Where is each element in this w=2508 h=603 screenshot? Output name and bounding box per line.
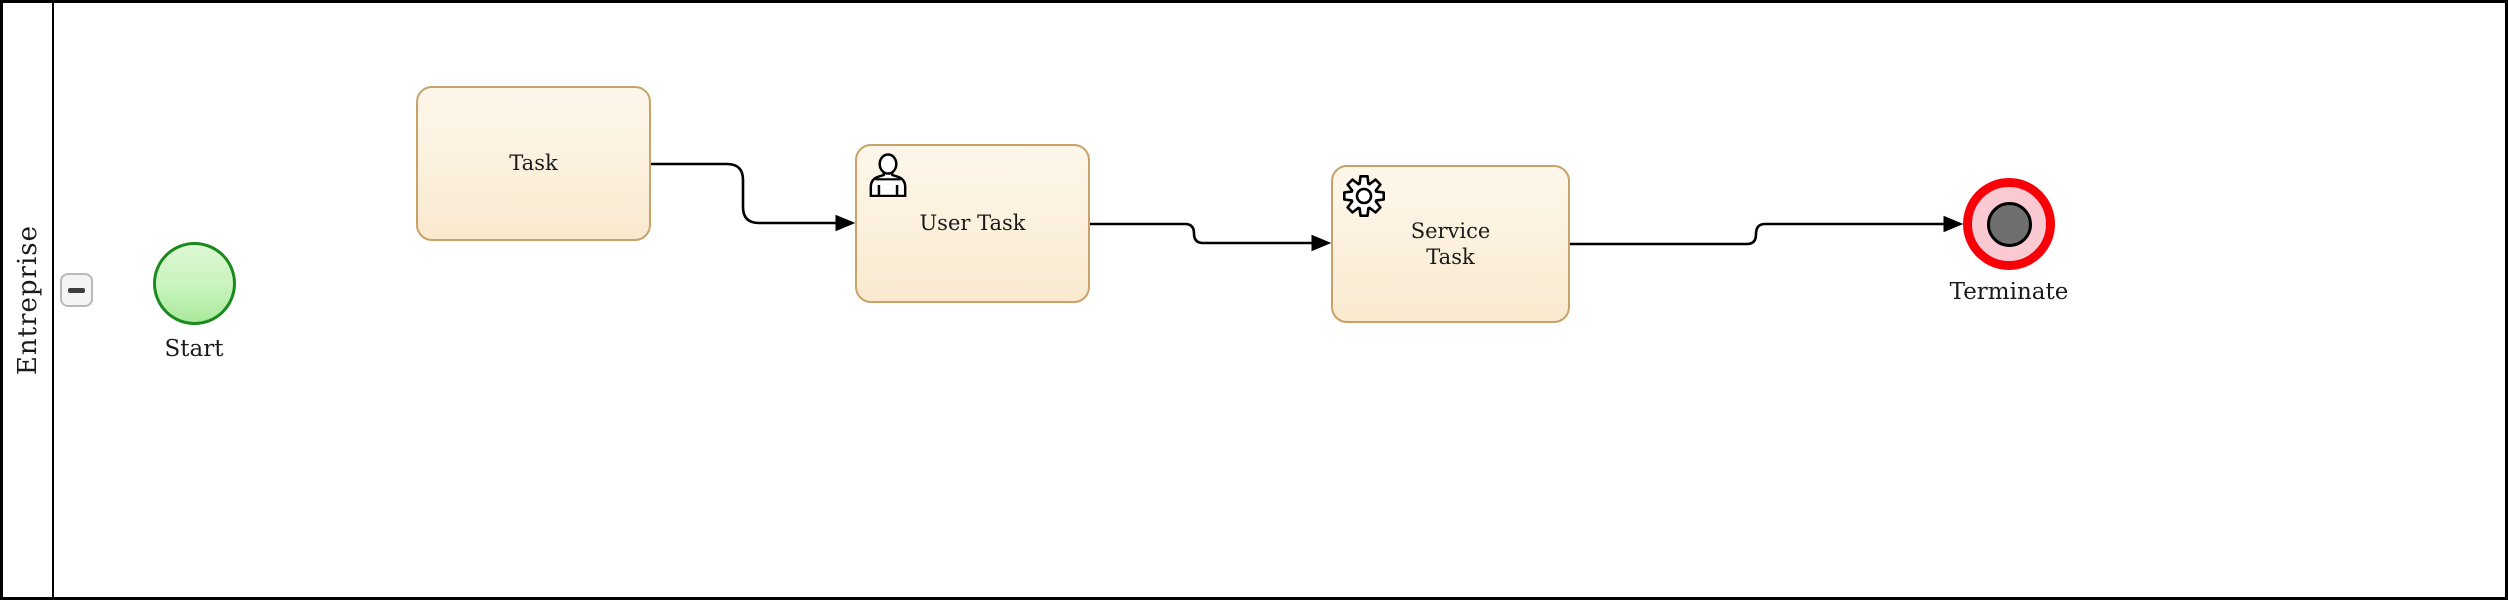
service-task-label: Service Task bbox=[1410, 218, 1491, 269]
sequence-flow-usertask-to-servicetask[interactable] bbox=[1090, 222, 1332, 252]
sequence-flows-layer bbox=[651, 162, 1964, 252]
terminate-inner-circle bbox=[1986, 201, 2032, 247]
start-event-label: Start bbox=[164, 336, 224, 362]
task-node[interactable]: Task bbox=[416, 86, 651, 241]
pool-header[interactable]: Entreprise bbox=[3, 3, 54, 597]
user-task-node[interactable]: User Task bbox=[855, 144, 1090, 303]
user-icon bbox=[869, 153, 907, 197]
gear-icon bbox=[1343, 175, 1385, 217]
terminate-end-event[interactable] bbox=[1963, 178, 2055, 270]
task-label: Task bbox=[509, 151, 558, 176]
arrowhead-icon bbox=[1311, 234, 1332, 252]
user-task-label: User Task bbox=[919, 211, 1026, 236]
collapse-pool-button[interactable] bbox=[60, 273, 93, 307]
sequence-flow-task-to-usertask[interactable] bbox=[651, 162, 856, 232]
pool-label: Entreprise bbox=[12, 224, 43, 376]
arrowhead-icon bbox=[1943, 215, 1964, 233]
minus-icon bbox=[68, 287, 85, 293]
start-event[interactable] bbox=[153, 242, 236, 325]
sequence-flow-servicetask-to-terminate[interactable] bbox=[1570, 215, 1964, 246]
terminate-event-label: Terminate bbox=[1949, 279, 2069, 305]
service-task-node[interactable]: Service Task bbox=[1331, 165, 1570, 323]
arrowhead-icon bbox=[835, 214, 856, 232]
